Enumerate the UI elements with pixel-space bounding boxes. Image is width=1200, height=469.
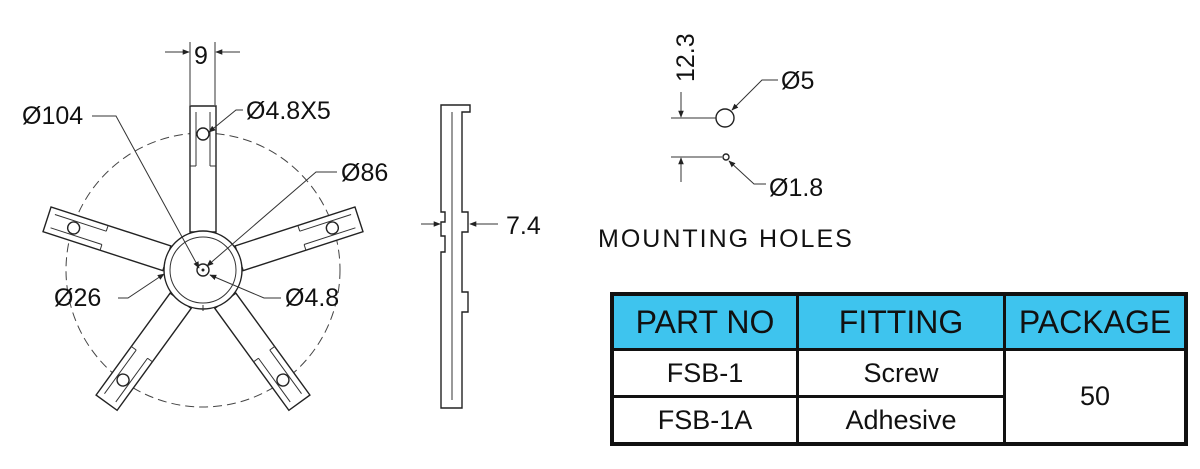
arm-slot [104, 346, 153, 403]
front-view: 9 Ø104 Ø4.8X5 Ø86 Ø26 Ø4.8 [22, 42, 388, 412]
arm-body [95, 292, 193, 412]
hub-dia-label: Ø26 [54, 284, 101, 312]
thickness-label: 7.4 [506, 212, 541, 240]
arm-hole [196, 127, 210, 141]
outer-dia-leader [92, 115, 200, 269]
arm-slot [297, 214, 356, 251]
cell-package: 50 [1003, 348, 1188, 446]
mount-large-label: Ø5 [781, 67, 814, 95]
cell-part-no: FSB-1A [610, 395, 799, 446]
inner-dia-label: Ø86 [341, 159, 388, 187]
cell-part-no: FSB-1 [610, 348, 799, 398]
arm-hole [116, 373, 130, 387]
mounting-holes-title: MOUNTING HOLES [598, 225, 854, 253]
arm-hole [276, 373, 290, 387]
mount-small-leader [728, 160, 766, 185]
mount-small-label: Ø1.8 [769, 174, 823, 202]
mounting-holes-view: 12.3 Ø5 Ø1.8 MOUNTING HOLES [598, 33, 854, 253]
cell-fitting: Adhesive [796, 395, 1006, 446]
hub-inner [169, 236, 237, 304]
bracket-arm [42, 206, 172, 272]
center-hole-leader [209, 274, 281, 299]
bracket-arm [189, 105, 217, 233]
table-header-row: PART NO FITTING PACKAGE [610, 292, 1188, 351]
arm-body [189, 105, 217, 233]
table-row: FSB-1 Screw 50 [610, 348, 1188, 446]
bracket-arm [95, 292, 193, 412]
side-profile [440, 104, 471, 409]
header-fitting: FITTING [796, 292, 1006, 351]
mount-hole-small [722, 153, 730, 161]
slot-hole-label: Ø4.8X5 [246, 97, 331, 125]
header-package: PACKAGE [1003, 292, 1188, 351]
mount-hole-large [715, 108, 735, 128]
side-view: 7.4 [421, 104, 541, 409]
arm-slot [190, 112, 216, 167]
table-row: FSB-1A Adhesive [610, 395, 1186, 446]
arm-slot [253, 346, 302, 403]
hub-dia-leader [118, 273, 165, 299]
slot-hole-leader [208, 109, 243, 133]
outer-dia-label: Ø104 [22, 102, 83, 130]
inner-dia-leader [206, 171, 337, 267]
bracket-arms [42, 105, 364, 412]
spec-table: PART NO FITTING PACKAGE FSB-1 Screw 50 F… [610, 292, 1188, 446]
bracket-arm [234, 206, 364, 272]
center-dot [201, 268, 205, 272]
mount-large-leader [731, 79, 778, 111]
arm-hole [66, 221, 81, 235]
header-part-no: PART NO [610, 292, 799, 351]
center-hole-label: Ø4.8 [285, 284, 339, 312]
arm-slot [50, 214, 109, 251]
pitch-label: 12.3 [672, 33, 700, 82]
slot-width-label: 9 [194, 42, 208, 70]
cell-fitting: Screw [796, 348, 1006, 398]
arm-hole [325, 221, 340, 235]
